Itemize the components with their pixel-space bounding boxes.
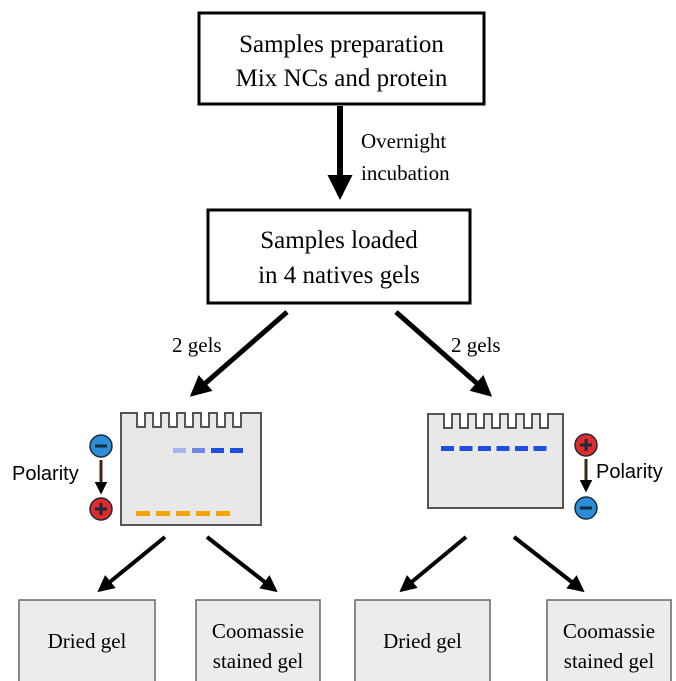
right-negative-electrode-icon	[574, 496, 598, 520]
right-gel-top-bands	[441, 446, 547, 451]
left-dried-arrow	[97, 535, 167, 593]
samples-loaded-box: Samples loaded in 4 natives gels	[206, 208, 472, 305]
right-branch-arrow	[394, 310, 493, 397]
band	[533, 446, 547, 451]
samples-loaded-line1: Samples loaded	[260, 227, 418, 254]
right-coomassie-box: Coomassie stained gel	[546, 599, 672, 681]
left-dried-gel-box: Dried gel	[18, 599, 156, 681]
right-branch-label: 2 gels	[451, 333, 501, 357]
nc-band	[216, 511, 230, 516]
right-dried-arrow	[399, 535, 468, 593]
left-coomassie-arrow	[205, 535, 278, 593]
nc-band	[136, 511, 150, 516]
right-dried-gel-box: Dried gel	[354, 599, 491, 681]
incubation-label-line2: incubation	[361, 161, 450, 185]
left-polarity: Polarity	[12, 434, 113, 521]
right-dried-gel-label: Dried gel	[383, 629, 462, 653]
left-dried-gel-label: Dried gel	[48, 629, 127, 653]
right-positive-electrode-icon	[574, 433, 598, 457]
band	[441, 446, 454, 451]
left-coomassie-label-line2: stained gel	[213, 649, 304, 673]
sample-preparation-line2: Mix NCs and protein	[236, 65, 448, 92]
sample-preparation-line1: Samples preparation	[239, 31, 444, 58]
left-positive-electrode-icon	[89, 497, 113, 521]
incubation-label-line1: Overnight	[361, 129, 446, 153]
right-gel	[427, 413, 564, 509]
nc-band	[196, 511, 210, 516]
left-polarity-label: Polarity	[12, 463, 79, 485]
protein-band	[173, 448, 186, 453]
left-gel-outline	[120, 412, 262, 526]
left-branch-label: 2 gels	[172, 333, 222, 357]
right-gel-outline	[427, 413, 564, 509]
nc-band	[176, 511, 190, 516]
sample-preparation-box: Samples preparation Mix NCs and protein	[197, 11, 486, 106]
samples-loaded-line2: in 4 natives gels	[258, 262, 420, 289]
left-gel-top-bands	[173, 448, 243, 453]
band	[478, 446, 491, 451]
left-gel-bottom-bands	[136, 511, 230, 516]
left-branch-arrow	[189, 310, 289, 397]
band	[459, 446, 473, 451]
right-polarity-label: Polarity	[596, 461, 663, 483]
protein-band	[192, 448, 205, 453]
nc-band	[156, 511, 170, 516]
right-coomassie-arrow	[512, 535, 585, 593]
left-gel	[120, 412, 262, 526]
left-negative-electrode-icon	[89, 434, 113, 458]
right-coomassie-label-line1: Coomassie	[563, 619, 655, 643]
left-coomassie-box: Coomassie stained gel	[195, 599, 321, 681]
protein-band	[230, 448, 243, 453]
left-coomassie-label-line1: Coomassie	[212, 619, 304, 643]
protein-band	[211, 448, 224, 453]
band	[496, 446, 510, 451]
right-coomassie-label-line2: stained gel	[564, 649, 655, 673]
right-polarity: Polarity	[574, 433, 663, 520]
band	[515, 446, 528, 451]
